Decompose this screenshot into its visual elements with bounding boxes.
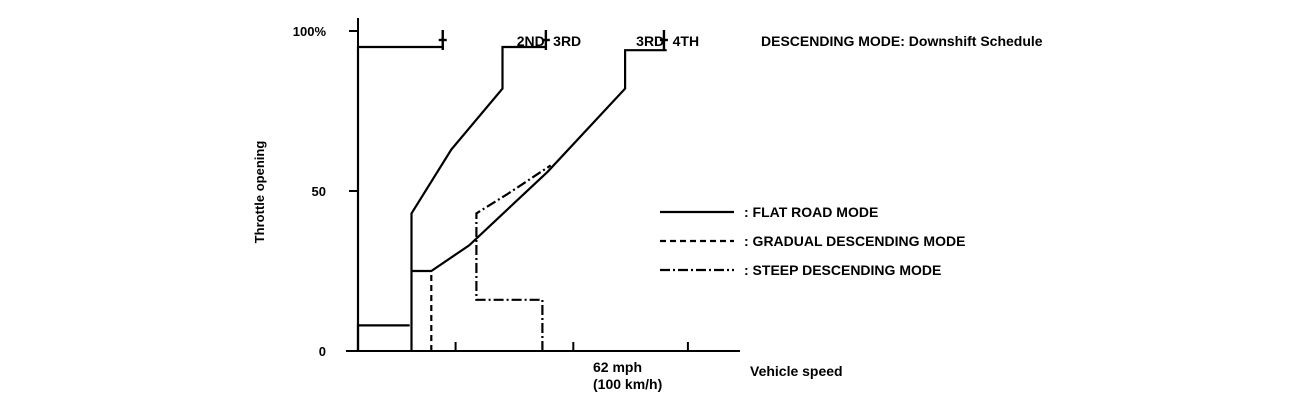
series-line-solid-3 xyxy=(411,49,667,273)
legend-label: : FLAT ROAD MODE xyxy=(744,204,878,220)
shift-label-3: 3RD xyxy=(636,33,664,49)
legend-label: : STEEP DESCENDING MODE xyxy=(744,262,941,278)
series-line-solid-2 xyxy=(410,45,547,351)
chart-title: DESCENDING MODE: Downshift Schedule xyxy=(761,33,1043,49)
shift-label-1: 2ND xyxy=(517,33,545,49)
ticks: 0 50 100% 62 mph(100 km/h) xyxy=(293,24,689,392)
y-tick-label: 0 xyxy=(319,344,326,359)
x-tick-label: 62 mph xyxy=(593,359,642,375)
series-line-dashdot-5 xyxy=(475,164,552,351)
series-line-solid-1 xyxy=(356,324,410,351)
shift-label-4: 4TH xyxy=(673,33,699,49)
legend: : FLAT ROAD MODE : GRADUAL DESCENDING MOD… xyxy=(660,204,965,278)
shift-labels: 2ND 3RD 3RD 4TH xyxy=(438,30,699,50)
legend-label: : GRADUAL DESCENDING MODE xyxy=(744,233,965,249)
x-axis-label: Vehicle speed xyxy=(750,363,843,379)
y-tick-label: 50 xyxy=(312,184,326,199)
y-tick-label: 100% xyxy=(293,24,327,39)
series-line-solid-0 xyxy=(356,45,444,351)
shift-label-2: 3RD xyxy=(553,33,581,49)
series-lines xyxy=(356,45,667,351)
y-axis-label: Throttle opening xyxy=(252,141,267,244)
x-tick-sublabel: (100 km/h) xyxy=(593,376,662,392)
